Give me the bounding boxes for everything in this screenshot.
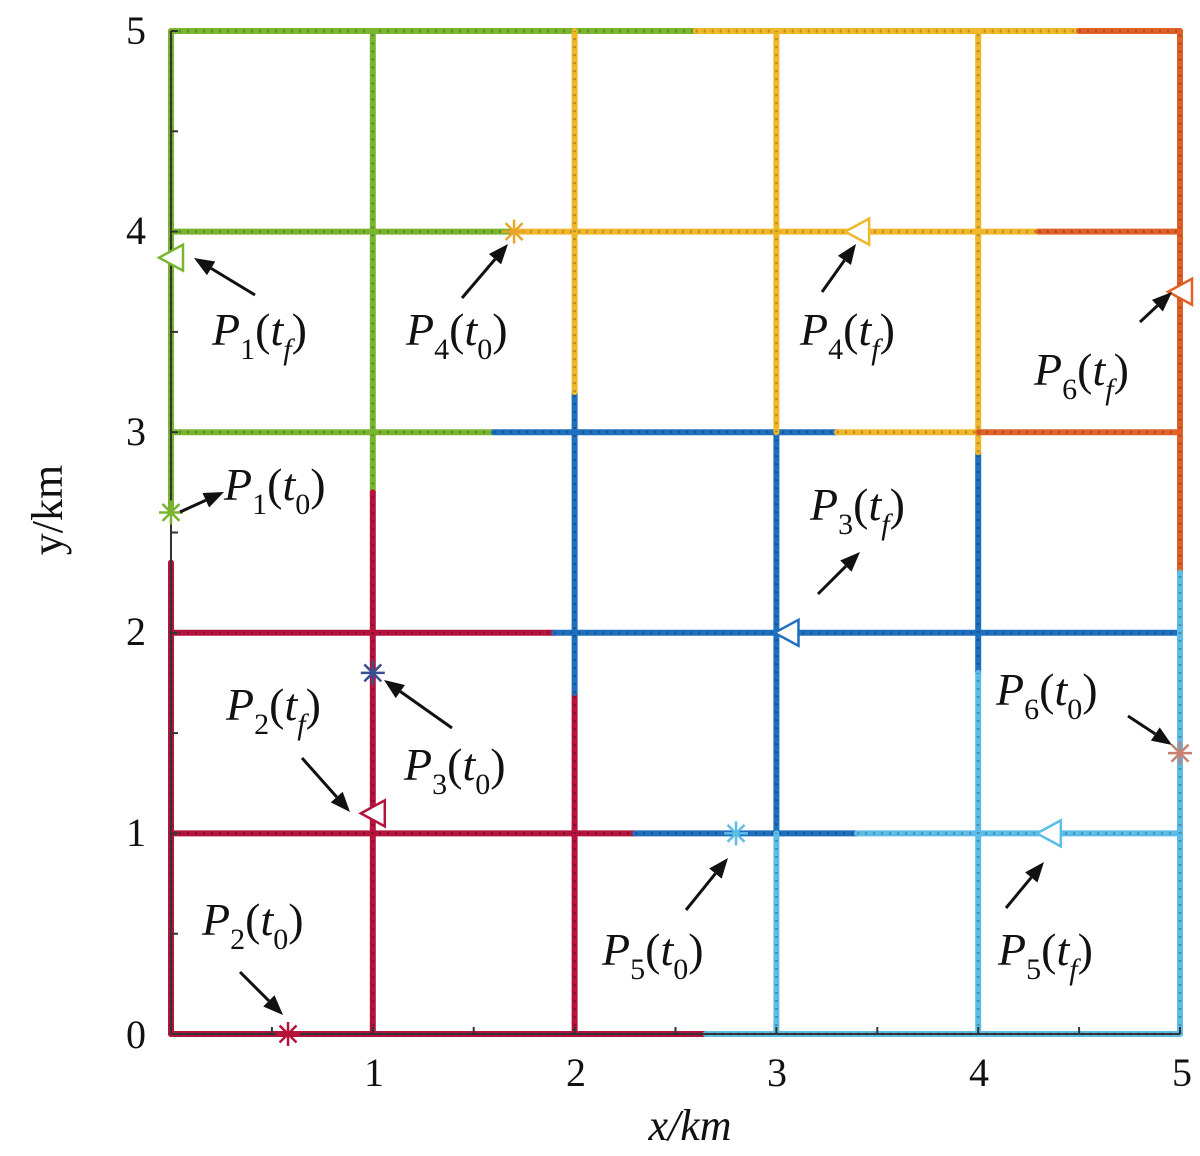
annotation-arrows <box>179 244 1172 1015</box>
label-p6-t0: P6(t0) <box>995 664 1098 726</box>
x-tick-label-5: 5 <box>1172 1050 1192 1095</box>
route-series-5 <box>975 28 1183 576</box>
route-series-1 <box>168 28 699 516</box>
marker-p5-t0 <box>724 821 749 846</box>
label-p1-tf: P1(tf) <box>211 304 307 366</box>
route-series <box>168 28 1183 1037</box>
point-markers <box>156 216 1194 1046</box>
y-tick-label-1: 1 <box>126 810 146 855</box>
y-tick-label-4: 4 <box>126 208 146 253</box>
arrow-9 <box>1127 714 1172 745</box>
arrow-1 <box>194 258 256 297</box>
marker-p2-tf <box>358 798 387 829</box>
marker-p6-tf <box>1165 276 1194 307</box>
marker-p4-tf <box>842 216 871 247</box>
y-axis-label-text: y/km <box>23 465 72 555</box>
marker-p1-tf <box>156 242 185 273</box>
route-series-3 <box>490 389 1183 837</box>
label-p3-t0: P3(t0) <box>403 739 506 801</box>
marker-p4-t0 <box>502 219 527 244</box>
route-series-4 <box>511 28 1083 456</box>
y-axis-label: y/km <box>23 465 72 555</box>
arrow-3 <box>820 244 856 293</box>
marker-p3-t0 <box>360 660 385 685</box>
label-p3-tf: P3(tf) <box>809 479 905 541</box>
x-tick-label-1: 1 <box>364 1050 384 1095</box>
arrow-4 <box>1138 292 1172 324</box>
arrow-7 <box>300 757 350 812</box>
y-tick-label-5: 5 <box>126 8 146 53</box>
y-tick-label-3: 3 <box>126 409 146 454</box>
marker-p1-t0 <box>159 500 183 525</box>
x-tick-label-4: 4 <box>969 1050 989 1095</box>
label-p6-tf: P6(tf) <box>1033 344 1129 406</box>
arrow-11 <box>684 858 728 911</box>
marker-p5-tf <box>1034 818 1063 849</box>
arrow-8 <box>384 680 453 730</box>
marker-p2-t0 <box>276 1022 301 1046</box>
arrow-5 <box>179 492 224 514</box>
x-tick-label-2: 2 <box>566 1050 586 1095</box>
label-p2-tf: P2(tf) <box>225 679 321 741</box>
y-tick-label-2: 2 <box>126 609 146 654</box>
label-p2-t0: P2(t0) <box>201 894 304 956</box>
arrow-2 <box>460 244 508 299</box>
x-tick-label-3: 3 <box>767 1050 787 1095</box>
label-p4-tf: P4(tf) <box>799 304 895 366</box>
arrow-12 <box>1004 862 1044 909</box>
label-p5-t0: P5(t0) <box>601 924 704 986</box>
x-axis-label: x/km <box>647 1101 731 1150</box>
label-p1-t0: P1(t0) <box>223 459 326 521</box>
axis-frame <box>170 30 1181 1035</box>
label-p5-tf: P5(tf) <box>997 924 1093 986</box>
arrow-10 <box>238 970 283 1015</box>
point-annotations: P1(tf) P4(t0) P4(tf) P6(tf) P1(t0) P3(tf… <box>201 304 1129 986</box>
arrow-6 <box>816 552 860 596</box>
marker-p3-tf <box>771 617 800 648</box>
y-tick-label-0: 0 <box>126 1012 146 1057</box>
marker-p6-t0 <box>1168 741 1192 766</box>
grid-lines <box>171 31 1180 1034</box>
x-axis-label-text: x/km <box>647 1101 731 1150</box>
label-p4-t0: P4(t0) <box>405 304 508 366</box>
tick-labels: 0 1 2 3 4 5 1 2 3 4 5 <box>126 8 1192 1095</box>
